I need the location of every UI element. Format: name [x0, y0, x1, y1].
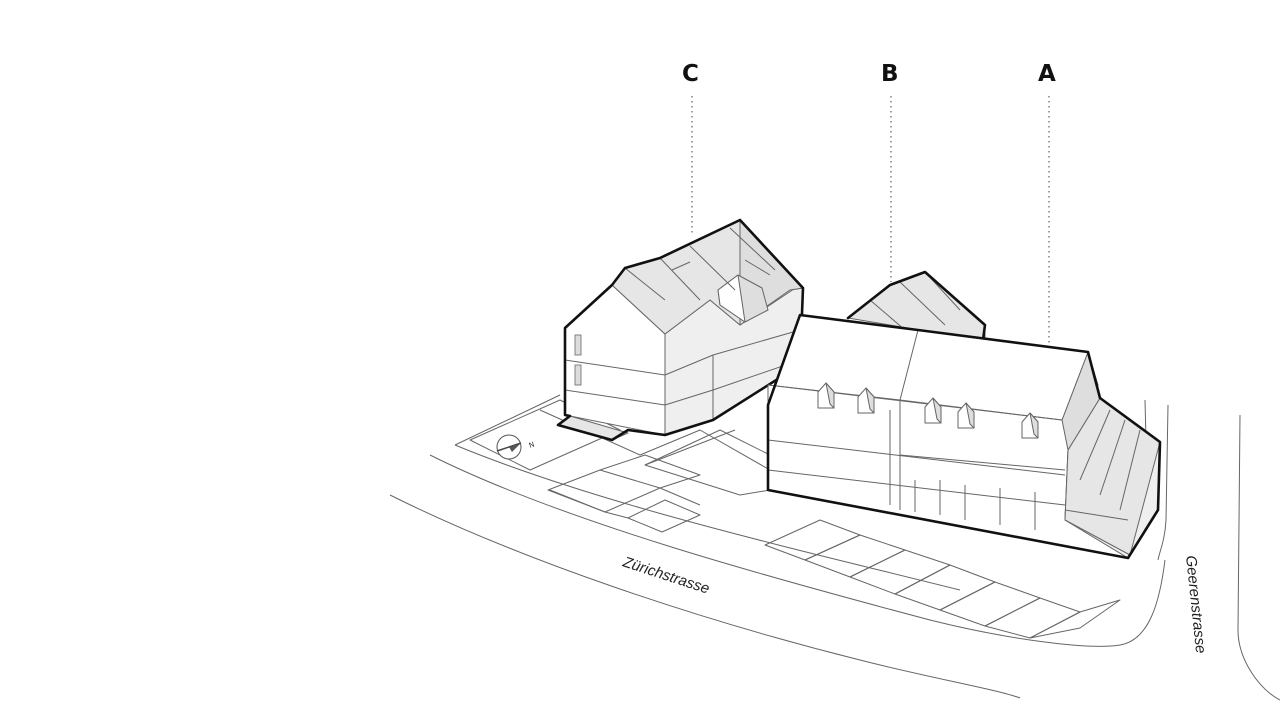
geeren-edge-right [1237, 414, 1280, 701]
street-edge-outer [389, 494, 1021, 699]
label-a: A [1038, 61, 1056, 87]
dormers [817, 382, 1039, 439]
north-label: N [528, 441, 536, 450]
leader-lines [691, 96, 1050, 345]
street-label-geerenstrasse: Geerenstrasse [1182, 555, 1209, 655]
building-a [766, 313, 1162, 560]
parking-front [547, 454, 701, 533]
geeren-edge-mid [1157, 404, 1169, 561]
courtyard-left [469, 399, 621, 471]
courtyard-center [644, 429, 771, 496]
north-arrow: N [496, 434, 536, 460]
label-b: B [881, 61, 899, 87]
building-b [846, 270, 987, 342]
building-c [556, 218, 805, 442]
parking-right [764, 519, 1121, 639]
street-edge-inner [429, 454, 1166, 647]
label-c: C [682, 61, 699, 87]
parking-row [549, 487, 701, 519]
street-label-zurichstrasse: Zürichstrasse [620, 553, 712, 597]
sidewalk-edge [454, 444, 961, 591]
ground-plan: N [389, 394, 1280, 701]
